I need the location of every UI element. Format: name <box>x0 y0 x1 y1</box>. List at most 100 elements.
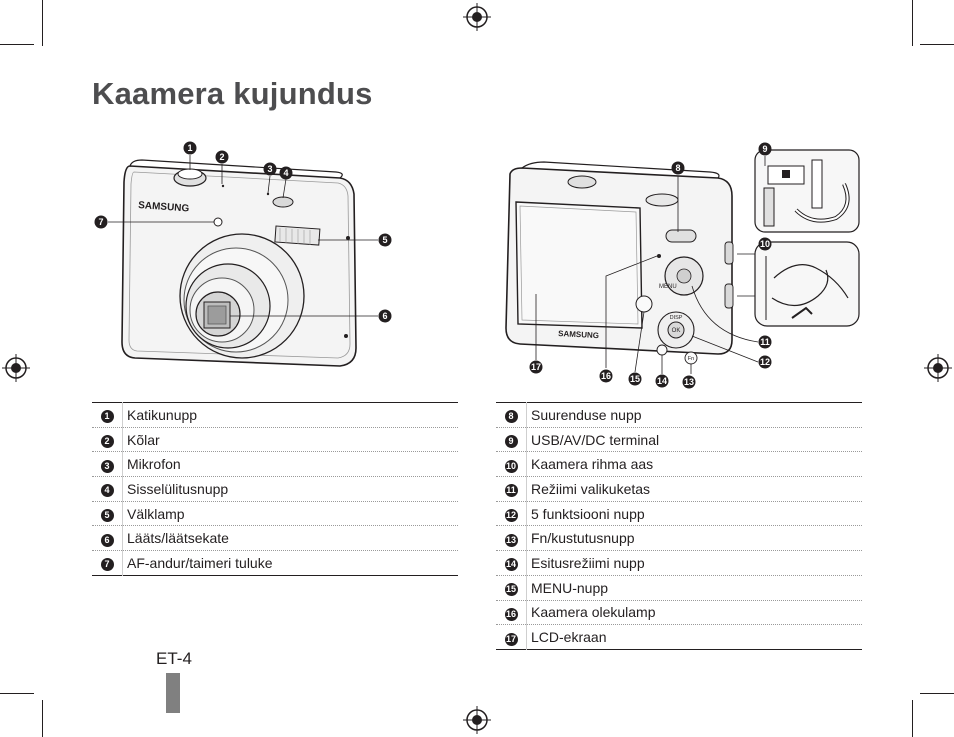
callout-badge: 14 <box>504 558 518 572</box>
part-label: Katikunupp <box>122 402 458 428</box>
callout-17: 17 <box>529 360 543 374</box>
callout-11: 11 <box>758 335 772 349</box>
table-row: 4 Sisselülitusnupp <box>92 476 458 502</box>
svg-text:7: 7 <box>98 217 103 227</box>
fn-label: Fn <box>688 356 694 362</box>
callout-3: 3 <box>263 162 277 176</box>
callout-13: 13 <box>682 375 696 389</box>
camera-back-illustration: SAMSUNG MENU OK DISP Fn 8 <box>505 142 860 389</box>
page-title: Kaamera kujundus <box>92 76 373 111</box>
callout-badge: 9 <box>504 435 518 449</box>
table-row: 8 Suurenduse nupp <box>496 402 862 428</box>
svg-text:14: 14 <box>657 376 667 386</box>
callout-badge: 12 <box>504 509 518 523</box>
part-label: 5 funktsiooni nupp <box>526 501 862 526</box>
callout-badge: 3 <box>100 459 114 473</box>
svg-text:3: 3 <box>267 164 272 174</box>
crop-mark <box>0 44 34 45</box>
table-row: 14 Esitusrežiimi nupp <box>496 550 862 576</box>
svg-text:8: 8 <box>675 163 680 173</box>
part-label: Režiimi valikuketas <box>526 476 862 502</box>
callout-7: 7 <box>94 215 108 229</box>
callout-badge: 13 <box>504 533 518 547</box>
camera-brand-logo: SAMSUNG <box>138 200 190 215</box>
svg-text:11: 11 <box>760 337 770 347</box>
callout-5: 5 <box>378 233 392 247</box>
table-row: 11 Režiimi valikuketas <box>496 476 862 502</box>
svg-text:4: 4 <box>283 168 288 178</box>
callout-badge: 6 <box>100 533 114 547</box>
svg-text:5: 5 <box>382 235 387 245</box>
callout-badge: 10 <box>504 459 518 473</box>
registration-mark-icon <box>924 354 952 382</box>
table-row: 1 Katikunupp <box>92 402 458 428</box>
camera-front-illustration: SAMSUNG 1 2 3 4 5 6 7 <box>94 141 392 367</box>
svg-text:10: 10 <box>760 239 770 249</box>
table-row: 3 Mikrofon <box>92 451 458 477</box>
crop-mark <box>0 693 34 694</box>
callout-14: 14 <box>655 374 669 388</box>
callout-9: 9 <box>758 142 772 156</box>
table-row: 17 LCD-ekraan <box>496 624 862 650</box>
crop-mark <box>920 693 954 694</box>
callout-16: 16 <box>599 369 613 383</box>
part-label: AF-andur/taimeri tuluke <box>122 550 458 576</box>
crop-mark <box>42 700 43 737</box>
svg-text:13: 13 <box>684 377 694 387</box>
table-row: 7 AF-andur/taimeri tuluke <box>92 550 458 576</box>
registration-mark-icon <box>2 354 30 382</box>
callout-badge: 4 <box>100 484 114 498</box>
callout-badge: 16 <box>504 607 518 621</box>
ok-label: OK <box>672 328 681 334</box>
callout-badge: 1 <box>100 410 114 424</box>
table-row: 5 Välklamp <box>92 501 458 526</box>
page-tab-marker <box>166 673 180 713</box>
callout-badge: 17 <box>504 632 518 646</box>
part-label: LCD-ekraan <box>526 624 862 650</box>
callout-badge: 15 <box>504 583 518 597</box>
table-row: 15 MENU-nupp <box>496 575 862 600</box>
part-label: Mikrofon <box>122 451 458 477</box>
table-row: 6 Lääts/läätsekate <box>92 525 458 551</box>
svg-text:9: 9 <box>762 144 767 154</box>
part-label: MENU-nupp <box>526 575 862 600</box>
crop-mark <box>42 0 43 46</box>
registration-mark-icon <box>463 706 491 734</box>
disp-label: DISP <box>670 315 683 321</box>
callout-badge: 11 <box>504 484 518 498</box>
part-label: Välklamp <box>122 501 458 526</box>
part-label: USB/AV/DC terminal <box>526 427 862 452</box>
crop-mark <box>912 0 913 46</box>
svg-text:6: 6 <box>382 311 387 321</box>
callout-12: 12 <box>758 355 772 369</box>
svg-text:1: 1 <box>187 143 192 153</box>
callout-badge: 7 <box>100 558 114 572</box>
part-label: Esitusrežiimi nupp <box>526 550 862 576</box>
svg-text:16: 16 <box>601 371 611 381</box>
part-label: Sisselülitusnupp <box>122 476 458 502</box>
part-label: Lääts/läätsekate <box>122 525 458 551</box>
part-label: Kõlar <box>122 427 458 452</box>
callout-badge: 5 <box>100 509 114 523</box>
svg-text:17: 17 <box>531 362 541 372</box>
table-row: 9 USB/AV/DC terminal <box>496 427 862 452</box>
menu-label: MENU <box>659 284 677 290</box>
registration-mark-icon <box>463 3 491 31</box>
table-row: 13 Fn/kustutusnupp <box>496 525 862 551</box>
crop-mark <box>920 44 954 45</box>
part-label: Suurenduse nupp <box>526 402 862 428</box>
table-row: 12 5 funktsiooni nupp <box>496 501 862 526</box>
callout-6: 6 <box>378 309 392 323</box>
page-number: ET-4 <box>156 649 192 668</box>
part-label: Fn/kustutusnupp <box>526 525 862 551</box>
callout-8: 8 <box>671 161 685 175</box>
svg-text:2: 2 <box>219 152 224 162</box>
crop-mark <box>912 700 913 737</box>
callout-badge: 8 <box>504 410 518 424</box>
callout-15: 15 <box>628 372 642 386</box>
